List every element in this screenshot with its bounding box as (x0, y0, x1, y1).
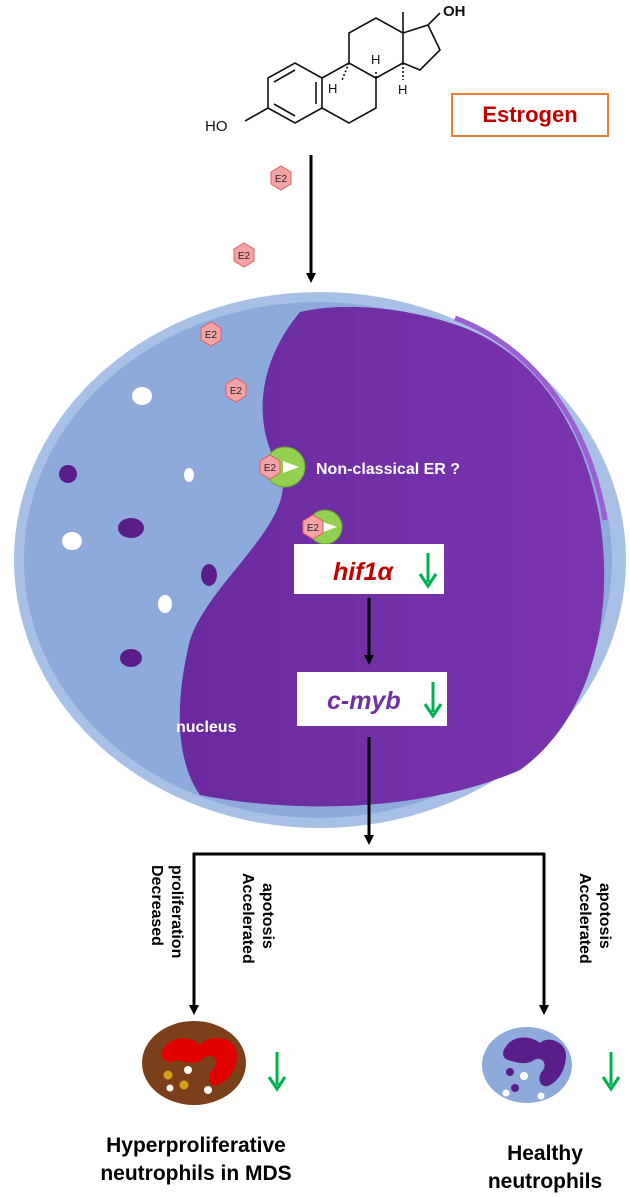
h-atom-label-3: H (398, 82, 407, 97)
receptor-label: Non-classical ER ? (316, 461, 460, 478)
estrogen-receptor-bound: E2 (259, 446, 306, 488)
hif1a-down-arrow-icon (418, 553, 438, 589)
mds-title-line-2: neutrophils in MDS (100, 1162, 291, 1185)
e2-badge-label: E2 (238, 251, 251, 262)
nucleus-highlight (454, 315, 608, 521)
left-branch-label-1: Decreased proliferation (148, 865, 185, 958)
estrogen-label-box (451, 93, 609, 137)
mds-neutrophil (142, 1021, 246, 1105)
healthy-title-line-1: Healthy (507, 1142, 583, 1165)
cmyb-label: c-myb (327, 687, 401, 715)
accelerated-label-line-2: apotosis (259, 883, 276, 949)
ho-atom-label: HO (205, 118, 228, 135)
cmyb-down-arrow-icon (423, 682, 443, 719)
decreased-label-line-2: proliferation (168, 865, 185, 958)
h-atom-label-2: H (328, 81, 337, 96)
healthy-down-arrow-icon (601, 1052, 621, 1092)
estradiol-structure (244, 12, 441, 124)
cmyb-box (297, 672, 447, 726)
mds-title-line-1: Hyperproliferative (106, 1134, 286, 1157)
branch-lines (189, 852, 549, 1015)
e2-molecule: E2 (233, 242, 255, 268)
decreased-label-line-1: Decreased (148, 865, 165, 946)
hif1a-label: hif1α (333, 558, 394, 586)
cytoplasm-granules (59, 387, 217, 667)
e2-molecule: E2 (225, 377, 247, 403)
right-accelerated-line-1: Accelerated (576, 873, 593, 964)
estrogen-receptor-bound-nuclear: E2 (302, 509, 343, 545)
e2-badge-label: E2 (307, 523, 320, 534)
healthy-title-line-2: neutrophils (488, 1170, 602, 1193)
hif1a-box (294, 544, 444, 594)
right-branch-label: Accelerated apotosis (576, 873, 613, 964)
nucleus-label: nucleus (176, 719, 237, 736)
mds-down-arrow-icon (267, 1052, 287, 1092)
e2-badge-label: E2 (205, 330, 218, 341)
e2-badge-label: E2 (230, 386, 243, 397)
e2-molecule: E2 (270, 165, 292, 191)
e2-molecules: E2 E2 E2 E2 (200, 165, 292, 403)
h-atom-label-1: H (371, 52, 380, 67)
oh-atom-label: OH (443, 3, 466, 20)
estrogen-label: Estrogen (482, 102, 577, 127)
left-branch-label-2: Accelerated apotosis (239, 873, 276, 964)
e2-molecule: E2 (200, 321, 222, 347)
accelerated-label-line-1: Accelerated (239, 873, 256, 964)
right-accelerated-line-2: apotosis (596, 883, 613, 949)
healthy-neutrophil (482, 1027, 572, 1103)
e2-badge-label: E2 (264, 463, 277, 474)
e2-badge-label: E2 (275, 174, 288, 185)
